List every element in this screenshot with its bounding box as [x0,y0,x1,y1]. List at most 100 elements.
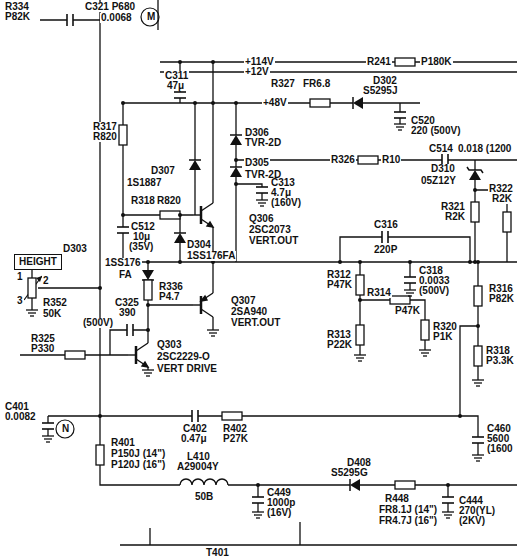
part-label: R314 [366,288,392,298]
part-label: FR8.1J (14") [378,505,438,515]
component-symbol [230,135,242,145]
component-symbol [394,124,406,130]
part-label: R2K [444,212,466,222]
part-label: D307 [150,166,176,176]
part-label: 4.7μ [270,188,292,198]
part-label: +12V [244,67,270,77]
component-symbol [192,410,198,422]
component-symbol [252,497,264,503]
part-label: C318 [418,266,444,276]
component-symbol [356,275,364,295]
part-label: C402 [182,424,208,434]
part-label: R326 [330,155,356,165]
part-label: P3.3K [485,356,515,366]
wire [178,213,182,217]
part-label: R402 [222,424,248,434]
part-label: Q306 [248,214,274,224]
part-label: C313 [270,178,296,188]
part-label: C449 [266,488,292,498]
part-label: (16V) [266,508,292,518]
wire [146,328,150,332]
part-label: 05Z12Y [420,176,457,186]
component-symbol [471,202,479,222]
component-symbol [26,310,38,316]
part-label: D306 [244,128,270,138]
component-symbol [467,167,483,180]
wire [338,260,342,264]
part-label: R318 [485,346,511,356]
part-label: R316 [488,284,514,294]
part-label: (35V) [128,242,154,252]
wire [211,101,215,105]
part-label: R448 [384,494,410,504]
part-label: R317 [92,122,118,132]
wire [358,298,362,302]
wire [178,260,182,264]
part-label: VERT DRIVE [156,364,218,374]
part-label: R352 [42,298,68,308]
part-label: R320 [432,322,458,332]
wire [146,260,150,264]
part-label: P22K [326,340,353,350]
part-label: 2SC2229-O [156,352,211,362]
component-symbol [65,351,85,359]
component-symbol [222,412,242,420]
part-label: R321 [440,202,466,212]
part-label: C520 [410,116,436,126]
part-label: +48V [262,98,288,108]
wire [408,260,412,264]
wire [458,414,462,418]
part-label: N [61,424,70,434]
part-label: 0.0082 [4,412,37,422]
part-label: M [146,12,156,22]
component-symbol [96,445,104,465]
part-label: R241 [366,57,392,67]
component-symbol [193,203,213,227]
component-symbol [395,481,415,489]
part-label: 5600 [486,434,510,444]
part-label: 2 [42,276,50,286]
part-label: R2K [491,194,513,204]
part-label: (160V) [270,198,302,208]
wire [473,188,477,192]
part-label: C444 [458,496,484,506]
component-symbol [472,455,484,461]
component-symbol [144,280,152,300]
component-symbol [230,167,242,177]
part-label: (500V) [82,318,114,328]
part-label: P47K [394,306,421,316]
part-label: C311 [164,71,189,81]
part-label: FR6.8 [302,79,331,89]
component-symbol [442,512,454,518]
part-label: D305 [244,158,270,168]
wire [146,303,150,307]
part-label: 3 [16,296,24,306]
part-label: R327 [270,79,296,89]
component-symbol [42,423,54,429]
part-label: VERT.OUT [230,318,281,328]
component-symbol [358,156,378,164]
wire [476,324,480,328]
part-label: C460 [486,424,512,434]
wire [234,101,238,105]
part-label: C514 [428,144,454,154]
part-label: FA [118,270,133,280]
component-symbol [421,320,429,340]
part-label: R334 [4,2,30,12]
part-label: +114V [244,57,275,67]
component-symbol [67,14,73,26]
part-label: 390 [118,308,137,318]
part-label: R10 [381,155,401,165]
component-symbol [174,92,186,98]
part-label: T401 [205,548,230,558]
wire [476,260,480,264]
component-symbol [382,231,388,243]
part-label: R322 [488,184,514,194]
component-symbol [189,160,201,170]
wire [24,276,42,300]
wire [468,260,472,264]
component-symbol [142,370,154,376]
part-label: 10μ [132,232,151,242]
part-label: R325 [30,334,56,344]
component-symbol [390,296,410,304]
